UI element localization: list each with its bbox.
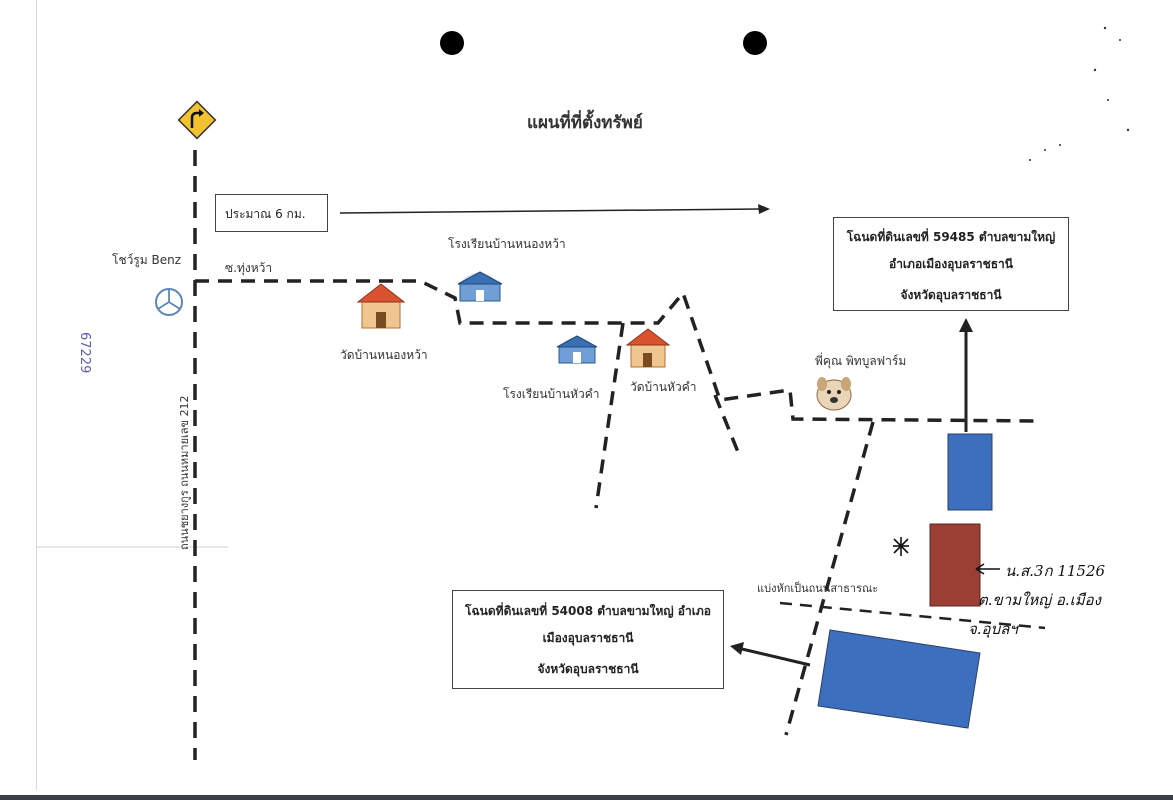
map-title: แผนที่ที่ตั้งทรัพย์ xyxy=(527,113,643,133)
handwritten-line3: จ.อุบลฯ xyxy=(968,620,1018,638)
school-nongwa-icon xyxy=(457,271,503,302)
punch-hole-right xyxy=(743,31,767,55)
plot-red xyxy=(929,523,981,607)
arrow-to-top-deed xyxy=(959,318,973,432)
dog-icon xyxy=(816,377,852,411)
scan-specks xyxy=(1029,26,1130,161)
boundary-line xyxy=(779,601,1046,630)
soi-road-line xyxy=(195,279,1041,423)
punch-hole-left xyxy=(440,31,464,55)
school-huakham-label: โรงเรียนบ้านหัวคำ xyxy=(503,387,600,401)
temple-huakham-icon xyxy=(625,328,671,368)
deed-bottom-line2: เมืองอุบลราชธานี xyxy=(542,631,634,645)
deed-top-line1: โฉนดที่ดินเลขที่ 59485 ตำบลขามใหญ่ xyxy=(846,230,1056,244)
handwritten-arrow xyxy=(975,563,1000,575)
deed-bottom-box: โฉนดที่ดินเลขที่ 54008 ตำบลขามใหญ่ อำเภอ… xyxy=(452,590,724,689)
deed-bottom-line1: โฉนดที่ดินเลขที่ 54008 ตำบลขามใหญ่ อำเภอ xyxy=(465,604,711,618)
school-huakham-icon xyxy=(556,335,598,364)
temple-nongwa-icon xyxy=(356,283,406,329)
deed-bottom-line3: จังหวัดอุบลราชธานี xyxy=(537,662,639,676)
handwritten-line2: ต.ขามใหญ่ อ.เมือง xyxy=(978,591,1101,609)
distance-box: ประมาณ 6 กม. xyxy=(215,194,328,232)
deed-top-line3: จังหวัดอุบลราชธานี xyxy=(900,288,1002,302)
public-road-label: แบ่งหักเป็นถนนสาธารณะ xyxy=(757,582,879,595)
bottom-window-bar xyxy=(0,795,1173,800)
branch-road-temple xyxy=(713,394,740,453)
handwritten-line1: น.ส.3ก 11526 xyxy=(1005,562,1106,580)
showroom-label: โชว์รูม Benz xyxy=(112,253,182,267)
branch-road-school xyxy=(594,322,625,509)
stamp-number: 67229 xyxy=(77,332,92,374)
arrow-to-bottom-deed xyxy=(730,642,811,667)
turn-right-sign-icon xyxy=(177,100,217,140)
star-mark-icon xyxy=(893,537,909,556)
soi-label: ซ.ทุ่งหว้า xyxy=(225,261,273,275)
deed-top-line2: อำเภอเมืองอุบลราชธานี xyxy=(888,257,1013,271)
temple-huakham-label: วัดบ้านหัวคำ xyxy=(630,380,697,394)
public-road-line xyxy=(784,421,875,736)
main-road-label: ถนนชยางกูร ถนนหมายเลข 212 xyxy=(178,395,191,550)
distance-label: ประมาณ 6 กม. xyxy=(225,207,306,221)
distance-arrow xyxy=(339,204,770,214)
school-nongwa-label: โรงเรียนบ้านหนองหว้า xyxy=(448,237,566,251)
temple-nongwa-label: วัดบ้านหนองหว้า xyxy=(340,348,428,362)
plot-blue-bottom xyxy=(817,629,981,729)
benz-logo-icon xyxy=(155,288,183,316)
plot-blue-top xyxy=(947,433,993,511)
dog-farm-label: พี่คุณ พิทบูลฟาร์ม xyxy=(815,354,907,368)
deed-top-box: โฉนดที่ดินเลขที่ 59485 ตำบลขามใหญ่ อำเภอ… xyxy=(833,217,1069,311)
